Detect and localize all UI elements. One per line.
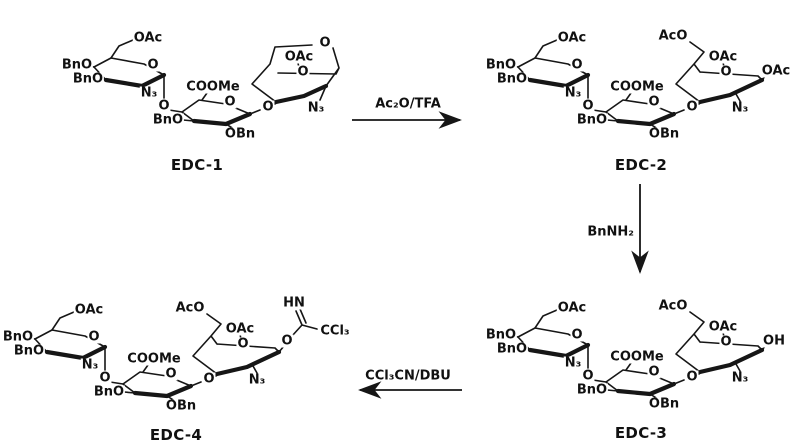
compound-label-edc-3: EDC-3 [614,424,668,442]
atom-label: O [223,94,237,110]
atom-label: N₃ [80,357,100,373]
reagent-label-ccl3cn-dbu: CCl₃CN/DBU [365,368,451,384]
atom-label: BnO [92,384,126,400]
atom-label: O [581,98,595,114]
atom-label: BnO [484,57,518,73]
atom-label: O [280,333,294,349]
atom-label: BnO [495,341,529,357]
atom-label: O [581,368,595,384]
atom-label: OAc [760,63,792,79]
atom-label: BnO [1,329,35,345]
atom-label: O [318,35,332,51]
atom-label: BnO [12,343,46,359]
atom-label: OBn [164,398,198,414]
atom-label: OAc [707,319,739,335]
atom-label: OAc [132,30,164,46]
atom-label: COOMe [609,79,665,95]
compound-label-edc-1: EDC-1 [170,156,224,174]
atom-label: N₃ [730,370,750,386]
atom-label: CCl₃ [319,323,351,339]
atom-label: COOMe [126,351,182,367]
atom-label: OAc [73,302,105,318]
atom-label: OAc [707,49,739,65]
atom-label: N₃ [563,355,583,371]
atom-label: N₃ [247,372,267,388]
atom-label: O [87,329,101,345]
compound-label-edc-4: EDC-4 [149,426,203,444]
atom-label: OAc [283,49,315,65]
atom-label: OH [762,333,786,349]
atom-label: O [146,57,160,73]
atom-label: N₃ [730,100,750,116]
atom-label: OAc [556,300,588,316]
atom-label: O [647,94,661,110]
atom-label: O [685,99,699,115]
atom-label: O [261,99,275,115]
atom-label: BnO [575,382,609,398]
compound-label-edc-2: EDC-2 [614,156,668,174]
atom-label: OBn [223,126,257,142]
atom-label: O [570,327,584,343]
atom-label: O [647,364,661,380]
atom-label: OAc [224,321,256,337]
atom-label: BnO [60,57,94,73]
atom-label: O [98,370,112,386]
atom-label: O [164,366,178,382]
atom-label: BnO [151,112,185,128]
atom-label: N₃ [139,85,159,101]
atom-label: O [719,334,733,350]
atom-label: O [157,98,171,114]
atom-label: OBn [647,126,681,142]
atom-label: O [719,64,733,80]
atom-label: O [685,369,699,385]
atom-label: N₃ [563,85,583,101]
atom-label: O [236,336,250,352]
atom-label: HN [282,295,306,311]
atom-label: AcO [174,300,206,316]
atom-label: OBn [647,396,681,412]
atom-label: O [296,64,310,80]
reagent-label-ac2o-tfa: Ac₂O/TFA [375,96,441,112]
atom-label: O [570,57,584,73]
atom-label: O [202,371,216,387]
reagent-label-bnnh2: BnNH₂ [587,224,634,240]
atom-label: BnO [495,71,529,87]
edc4-imidate-skeleton [291,308,318,337]
atom-label: COOMe [609,349,665,365]
atom-label: AcO [657,28,689,44]
atom-label: BnO [575,112,609,128]
atom-label: COOMe [185,79,241,95]
atom-label: OAc [556,30,588,46]
atom-label: AcO [657,298,689,314]
atom-label: N₃ [306,100,326,116]
atom-label: BnO [484,327,518,343]
atom-label: BnO [71,71,105,87]
